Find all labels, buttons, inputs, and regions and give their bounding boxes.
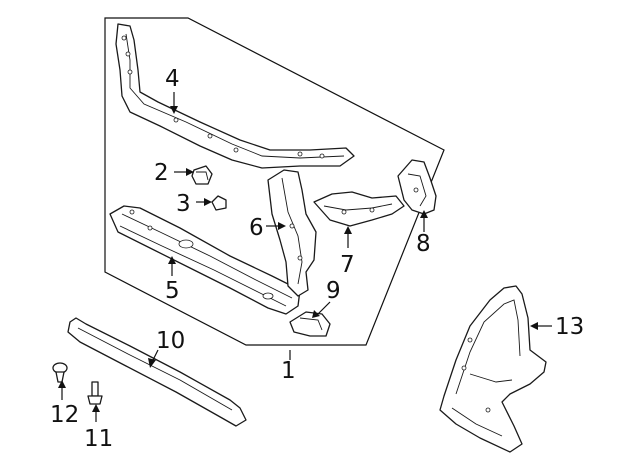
part-3-clip <box>211 195 227 211</box>
callout-13: 13 <box>555 314 584 340</box>
part-9-bracket <box>289 311 331 337</box>
assembly-frame <box>104 17 445 346</box>
callout-6: 6 <box>249 215 264 241</box>
part-13-splash-shield <box>439 285 547 453</box>
part-8-support <box>397 159 437 215</box>
callout-12: 12 <box>50 402 79 428</box>
callout-7: 7 <box>340 252 355 278</box>
callout-1: 1 <box>281 358 296 384</box>
callout-8: 8 <box>416 231 431 257</box>
part-11-bolt <box>87 381 103 405</box>
callout-4: 4 <box>165 66 180 92</box>
leader-lines <box>58 92 552 422</box>
callout-10: 10 <box>156 328 185 354</box>
callout-2: 2 <box>154 160 169 186</box>
part-10-deflector <box>67 317 247 427</box>
callout-11: 11 <box>84 426 113 452</box>
callout-5: 5 <box>165 278 180 304</box>
part-2-bracket <box>191 165 213 185</box>
part-6-side-support <box>267 169 317 297</box>
part-12-clip <box>52 362 68 383</box>
part-4-upper-tie-bar <box>115 23 355 169</box>
part-5-lower-tie-bar <box>109 205 301 315</box>
callout-3: 3 <box>176 191 191 217</box>
part-7-bracket <box>313 191 405 227</box>
callout-9: 9 <box>326 278 341 304</box>
